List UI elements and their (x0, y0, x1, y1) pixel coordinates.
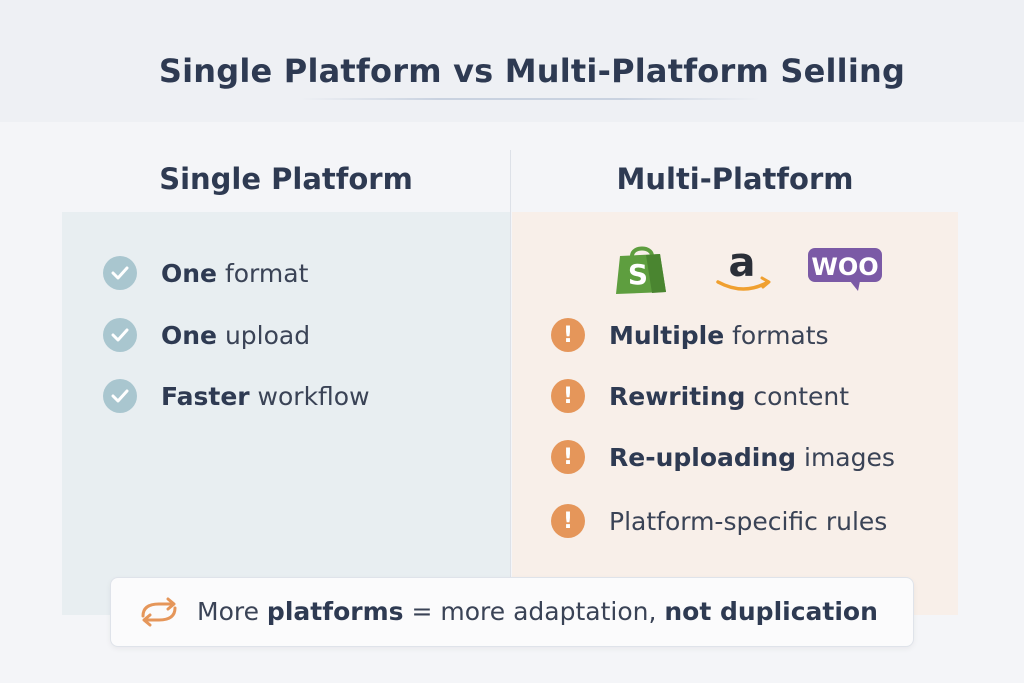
cycle-arrow-icon (137, 596, 181, 632)
multi-item-2-text: Rewriting content (609, 381, 850, 411)
woocommerce-logo-text: WOO (811, 253, 878, 281)
single-item-3: Faster workflow (103, 379, 370, 413)
check-icon (103, 379, 137, 413)
multi-item-3: ! Re-uploading images (551, 440, 895, 474)
multi-platform-heading: Multi-Platform (616, 162, 854, 196)
title-underline (300, 98, 760, 100)
shopify-logo: S (614, 244, 670, 300)
summary-text: More platforms = more adaptation, not du… (197, 597, 878, 626)
multi-item-4-text: Platform-specific rules (609, 506, 888, 536)
single-platform-panel (62, 212, 510, 615)
multi-item-1-text: Multiple formats (609, 320, 829, 350)
single-platform-heading: Single Platform (159, 162, 413, 196)
check-icon (103, 318, 137, 352)
single-item-3-text: Faster workflow (161, 381, 370, 411)
multi-item-2: ! Rewriting content (551, 379, 849, 413)
svg-text:S: S (628, 258, 648, 291)
column-divider (510, 150, 511, 590)
warning-icon: ! (551, 504, 585, 538)
title-band (0, 0, 1024, 122)
check-icon (103, 256, 137, 290)
summary-callout: More platforms = more adaptation, not du… (110, 577, 914, 647)
warning-icon: ! (551, 440, 585, 474)
warning-icon: ! (551, 318, 585, 352)
single-item-2-text: One upload (161, 320, 311, 350)
warning-icon: ! (551, 379, 585, 413)
single-item-2: One upload (103, 318, 310, 352)
multi-platform-panel (512, 212, 958, 615)
page-title: Single Platform vs Multi-Platform Sellin… (158, 52, 906, 90)
multi-item-3-text: Re-uploading images (609, 442, 895, 472)
multi-item-1: ! Multiple formats (551, 318, 829, 352)
single-item-1-text: One format (161, 258, 309, 288)
amazon-logo: a (712, 240, 776, 298)
woocommerce-logo: WOO (806, 246, 884, 296)
multi-item-4: ! Platform-specific rules (551, 504, 887, 538)
svg-text:a: a (729, 244, 756, 286)
single-item-1: One format (103, 256, 308, 290)
